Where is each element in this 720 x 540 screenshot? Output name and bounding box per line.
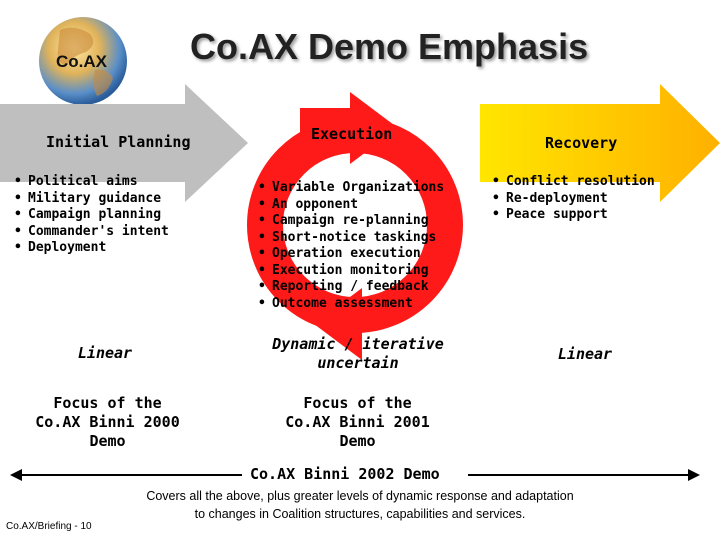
timeline-arrow xyxy=(10,469,700,481)
list-item: Short-notice taskings xyxy=(258,230,444,247)
execution-focus: Focus of the Co.AX Binni 2001 Demo xyxy=(285,394,430,450)
list-item: Variable Organizations xyxy=(258,180,444,197)
list-item: Conflict resolution xyxy=(492,174,655,191)
logo-label: Co.AX xyxy=(56,52,107,71)
list-item: Campaign planning xyxy=(14,207,169,224)
covers-text: Covers all the above, plus greater level… xyxy=(146,489,574,521)
planning-focus: Focus of the Co.AX Binni 2000 Demo xyxy=(35,394,180,450)
list-item: Military guidance xyxy=(14,191,169,208)
planning-bullets: Political aims Military guidance Campaig… xyxy=(14,174,169,257)
list-item: Outcome assessment xyxy=(258,296,444,313)
page-title: Co.AX Demo Emphasis xyxy=(190,26,589,67)
execution-heading: Execution xyxy=(311,125,393,143)
list-item: Commander's intent xyxy=(14,224,169,241)
list-item: Execution monitoring xyxy=(258,263,444,280)
execution-bullets: Variable Organizations An opponent Campa… xyxy=(258,180,444,312)
recovery-mode: Linear xyxy=(557,345,613,363)
timeline-label: Co.AX Binni 2002 Demo xyxy=(250,465,440,483)
recovery-arrow xyxy=(480,84,720,202)
list-item: Deployment xyxy=(14,240,169,257)
list-item: Reporting / feedback xyxy=(258,279,444,296)
recovery-bullets: Conflict resolution Re-deployment Peace … xyxy=(492,174,655,224)
list-item: Campaign re-planning xyxy=(258,213,444,230)
slide-footer: Co.AX/Briefing - 10 xyxy=(6,521,92,532)
planning-arrow xyxy=(0,84,248,202)
planning-mode: Linear xyxy=(77,344,133,362)
globe-icon xyxy=(39,17,127,105)
list-item: An opponent xyxy=(258,197,444,214)
execution-mode: Dynamic / iterative uncertain xyxy=(272,335,444,372)
list-item: Political aims xyxy=(14,174,169,191)
list-item: Operation execution xyxy=(258,246,444,263)
list-item: Re-deployment xyxy=(492,191,655,208)
list-item: Peace support xyxy=(492,207,655,224)
recovery-heading: Recovery xyxy=(545,134,618,152)
planning-heading: Initial Planning xyxy=(46,133,191,151)
